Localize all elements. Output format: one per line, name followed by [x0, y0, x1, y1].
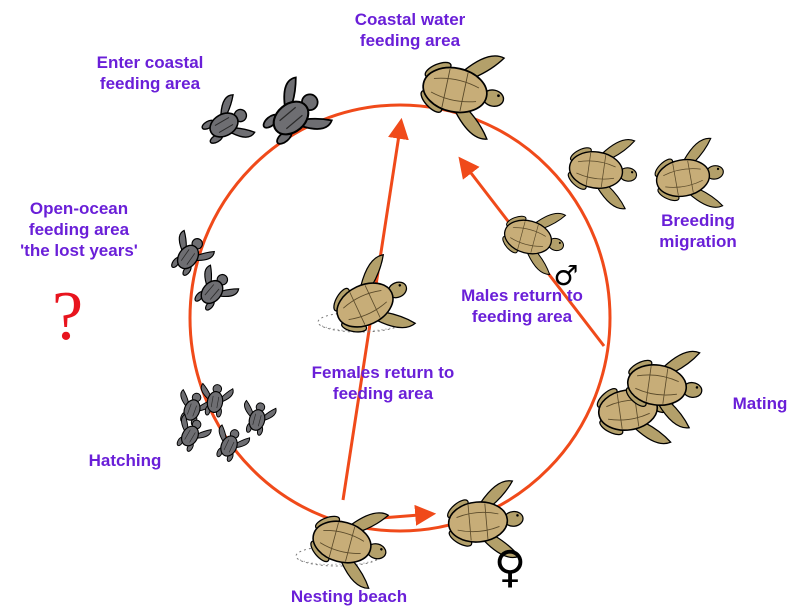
- breeding-migration-turtle-2: [647, 135, 730, 219]
- hatchling-2: [196, 381, 235, 420]
- hatchling-4: [237, 398, 278, 439]
- label-mating: Mating: [732, 394, 788, 413]
- juvenile-turtle-2: [250, 73, 336, 159]
- female-return-turtle: [318, 250, 423, 355]
- coastal-feeding-turtle: [410, 40, 513, 143]
- juvenile-turtle-1: [194, 91, 258, 156]
- label-coastal-water-feeding-area: Coastal water feeding area: [354, 10, 466, 50]
- label-hatching: Hatching: [88, 451, 162, 470]
- male-symbol: ♂: [553, 259, 578, 292]
- cycle-ring: [188, 103, 612, 533]
- question-mark: ?: [52, 278, 84, 355]
- label-nesting-beach: Nesting beach: [290, 587, 408, 606]
- female-symbol: ♀: [494, 542, 526, 593]
- label-breeding-migration: Breeding migration: [659, 211, 737, 251]
- label-enter-coastal-feeding-area: Enter coastal feeding area: [96, 53, 204, 93]
- label-females-return: Females return to feeding area: [311, 363, 455, 403]
- nesting-turtle: [300, 495, 397, 592]
- label-males-return: Males return to feeding area: [461, 286, 583, 326]
- label-open-ocean-feeding-area: Open-ocean feeding area 'the lost years': [20, 199, 138, 260]
